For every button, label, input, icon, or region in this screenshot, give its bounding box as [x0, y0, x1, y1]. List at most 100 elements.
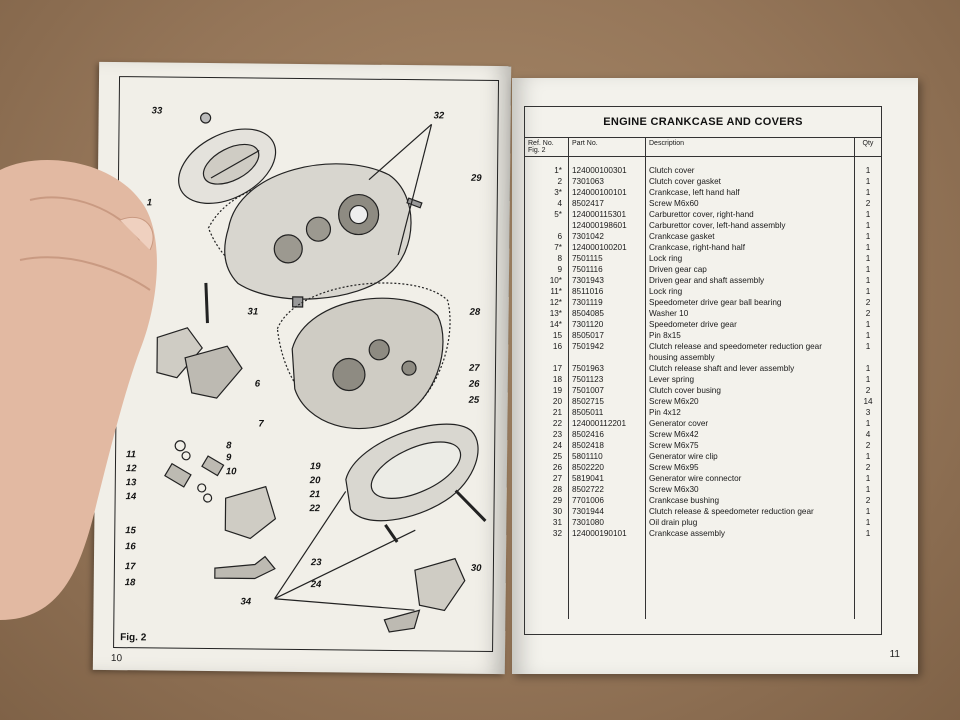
row-part-no: 7501123 — [568, 374, 646, 385]
row-ref: 9 — [525, 264, 569, 275]
callout-34: 34 — [240, 596, 252, 608]
callout-32: 32 — [433, 110, 445, 122]
row-part-no: 7501963 — [568, 363, 646, 374]
row-qty: 1 — [854, 484, 881, 495]
row-part-no: 8502220 — [568, 462, 646, 473]
row-qty: 1 — [854, 253, 881, 264]
row-ref: 10* — [525, 275, 569, 286]
header-description: Description — [645, 138, 855, 157]
row-ref — [525, 220, 569, 231]
row-description: Speedometer drive gear — [649, 320, 737, 329]
callout-10: 10 — [225, 466, 237, 478]
row-part-no: 7301080 — [568, 517, 646, 528]
row-part-no: 8502722 — [568, 484, 646, 495]
figure-label: Fig. 2 — [120, 632, 147, 644]
row-qty: 1 — [854, 242, 881, 253]
page-number-right: 11 — [889, 649, 900, 660]
row-qty: 2 — [854, 385, 881, 396]
row-part-no: 8502418 — [568, 440, 646, 451]
row-part-no: 8505017 — [568, 330, 646, 341]
row-qty: 1 — [854, 231, 881, 242]
row-description: Pin 4x12 — [649, 408, 681, 417]
row-ref: 32 — [525, 528, 569, 539]
row-part-no: 7501007 — [568, 385, 646, 396]
row-description: Clutch release & speedometer reduction g… — [649, 507, 814, 516]
row-ref: 3* — [525, 187, 569, 198]
row-part-no: 7501116 — [568, 264, 646, 275]
table-spacer — [525, 156, 881, 165]
row-description: Clutch cover busing — [649, 386, 721, 395]
row-qty: 1 — [854, 165, 881, 176]
row-qty: 2 — [854, 297, 881, 308]
row-qty: 1 — [854, 264, 881, 275]
row-qty: 3 — [854, 407, 881, 418]
row-description: Screw M6x60 — [649, 199, 699, 208]
row-ref: 14* — [525, 319, 569, 330]
row-part-no: 124000100101 — [568, 187, 646, 198]
left-page: 33 32 29 1 2 3 4 31 28 5 6 27 26 25 7 8 … — [92, 61, 512, 675]
row-description: Generator wire connector — [649, 474, 742, 483]
row-part-no: 124000198601 — [568, 220, 646, 231]
page-number-left: 10 — [110, 653, 123, 665]
row-part-no: 124000112201 — [568, 418, 646, 429]
row-ref: 11* — [525, 286, 569, 297]
row-qty: 2 — [854, 308, 881, 319]
row-qty: 1 — [854, 506, 881, 517]
callout-20: 20 — [309, 475, 321, 487]
callout-22: 22 — [309, 503, 321, 515]
row-part-no: 7301120 — [568, 319, 646, 330]
row-ref: 1* — [525, 165, 569, 176]
callout-28: 28 — [469, 306, 481, 318]
row-part-no: 7501115 — [568, 253, 646, 264]
callout-29: 29 — [470, 172, 482, 184]
row-qty: 1 — [854, 473, 881, 484]
parts-table: Ref. No. Fig. 2 Part No. Description Qty… — [525, 138, 881, 619]
row-qty: 1 — [854, 363, 881, 374]
row-description: Clutch cover gasket — [649, 177, 721, 186]
row-part-no: 7301063 — [568, 176, 646, 187]
row-ref: 16 — [525, 341, 569, 363]
row-part-no: 7301943 — [568, 275, 646, 286]
row-ref: 5* — [525, 209, 569, 220]
row-part-no: 5801110 — [568, 451, 646, 462]
row-ref: 2 — [525, 176, 569, 187]
row-description: Generator cover — [649, 419, 709, 428]
row-qty: 1 — [854, 341, 881, 363]
row-ref: 12* — [525, 297, 569, 308]
row-qty: 1 — [854, 330, 881, 341]
callout-21: 21 — [309, 489, 321, 501]
row-part-no: 8504085 — [568, 308, 646, 319]
row-description: Washer 10 — [649, 309, 689, 318]
row-ref: 25 — [525, 451, 569, 462]
hand-holding-page — [0, 160, 157, 620]
row-ref: 4 — [525, 198, 569, 209]
row-part-no: 7301944 — [568, 506, 646, 517]
row-qty: 1 — [854, 528, 881, 539]
callout-6: 6 — [254, 378, 261, 390]
row-description: Clutch release and speedometer reduction… — [649, 342, 822, 362]
exploded-diagram: 33 32 29 1 2 3 4 31 28 5 6 27 26 25 7 8 … — [113, 76, 500, 653]
row-description: Lock ring — [649, 287, 683, 296]
row-part-no: 8505011 — [568, 407, 646, 418]
row-ref: 6 — [525, 231, 569, 242]
row-part-no: 7301119 — [568, 297, 646, 308]
row-part-no: 8511016 — [568, 286, 646, 297]
row-description: Lock ring — [649, 254, 683, 263]
row-description: Driven gear and shaft assembly — [649, 276, 765, 285]
row-description: Driven gear cap — [649, 265, 707, 274]
row-ref: 8 — [525, 253, 569, 264]
callout-8: 8 — [226, 440, 232, 452]
